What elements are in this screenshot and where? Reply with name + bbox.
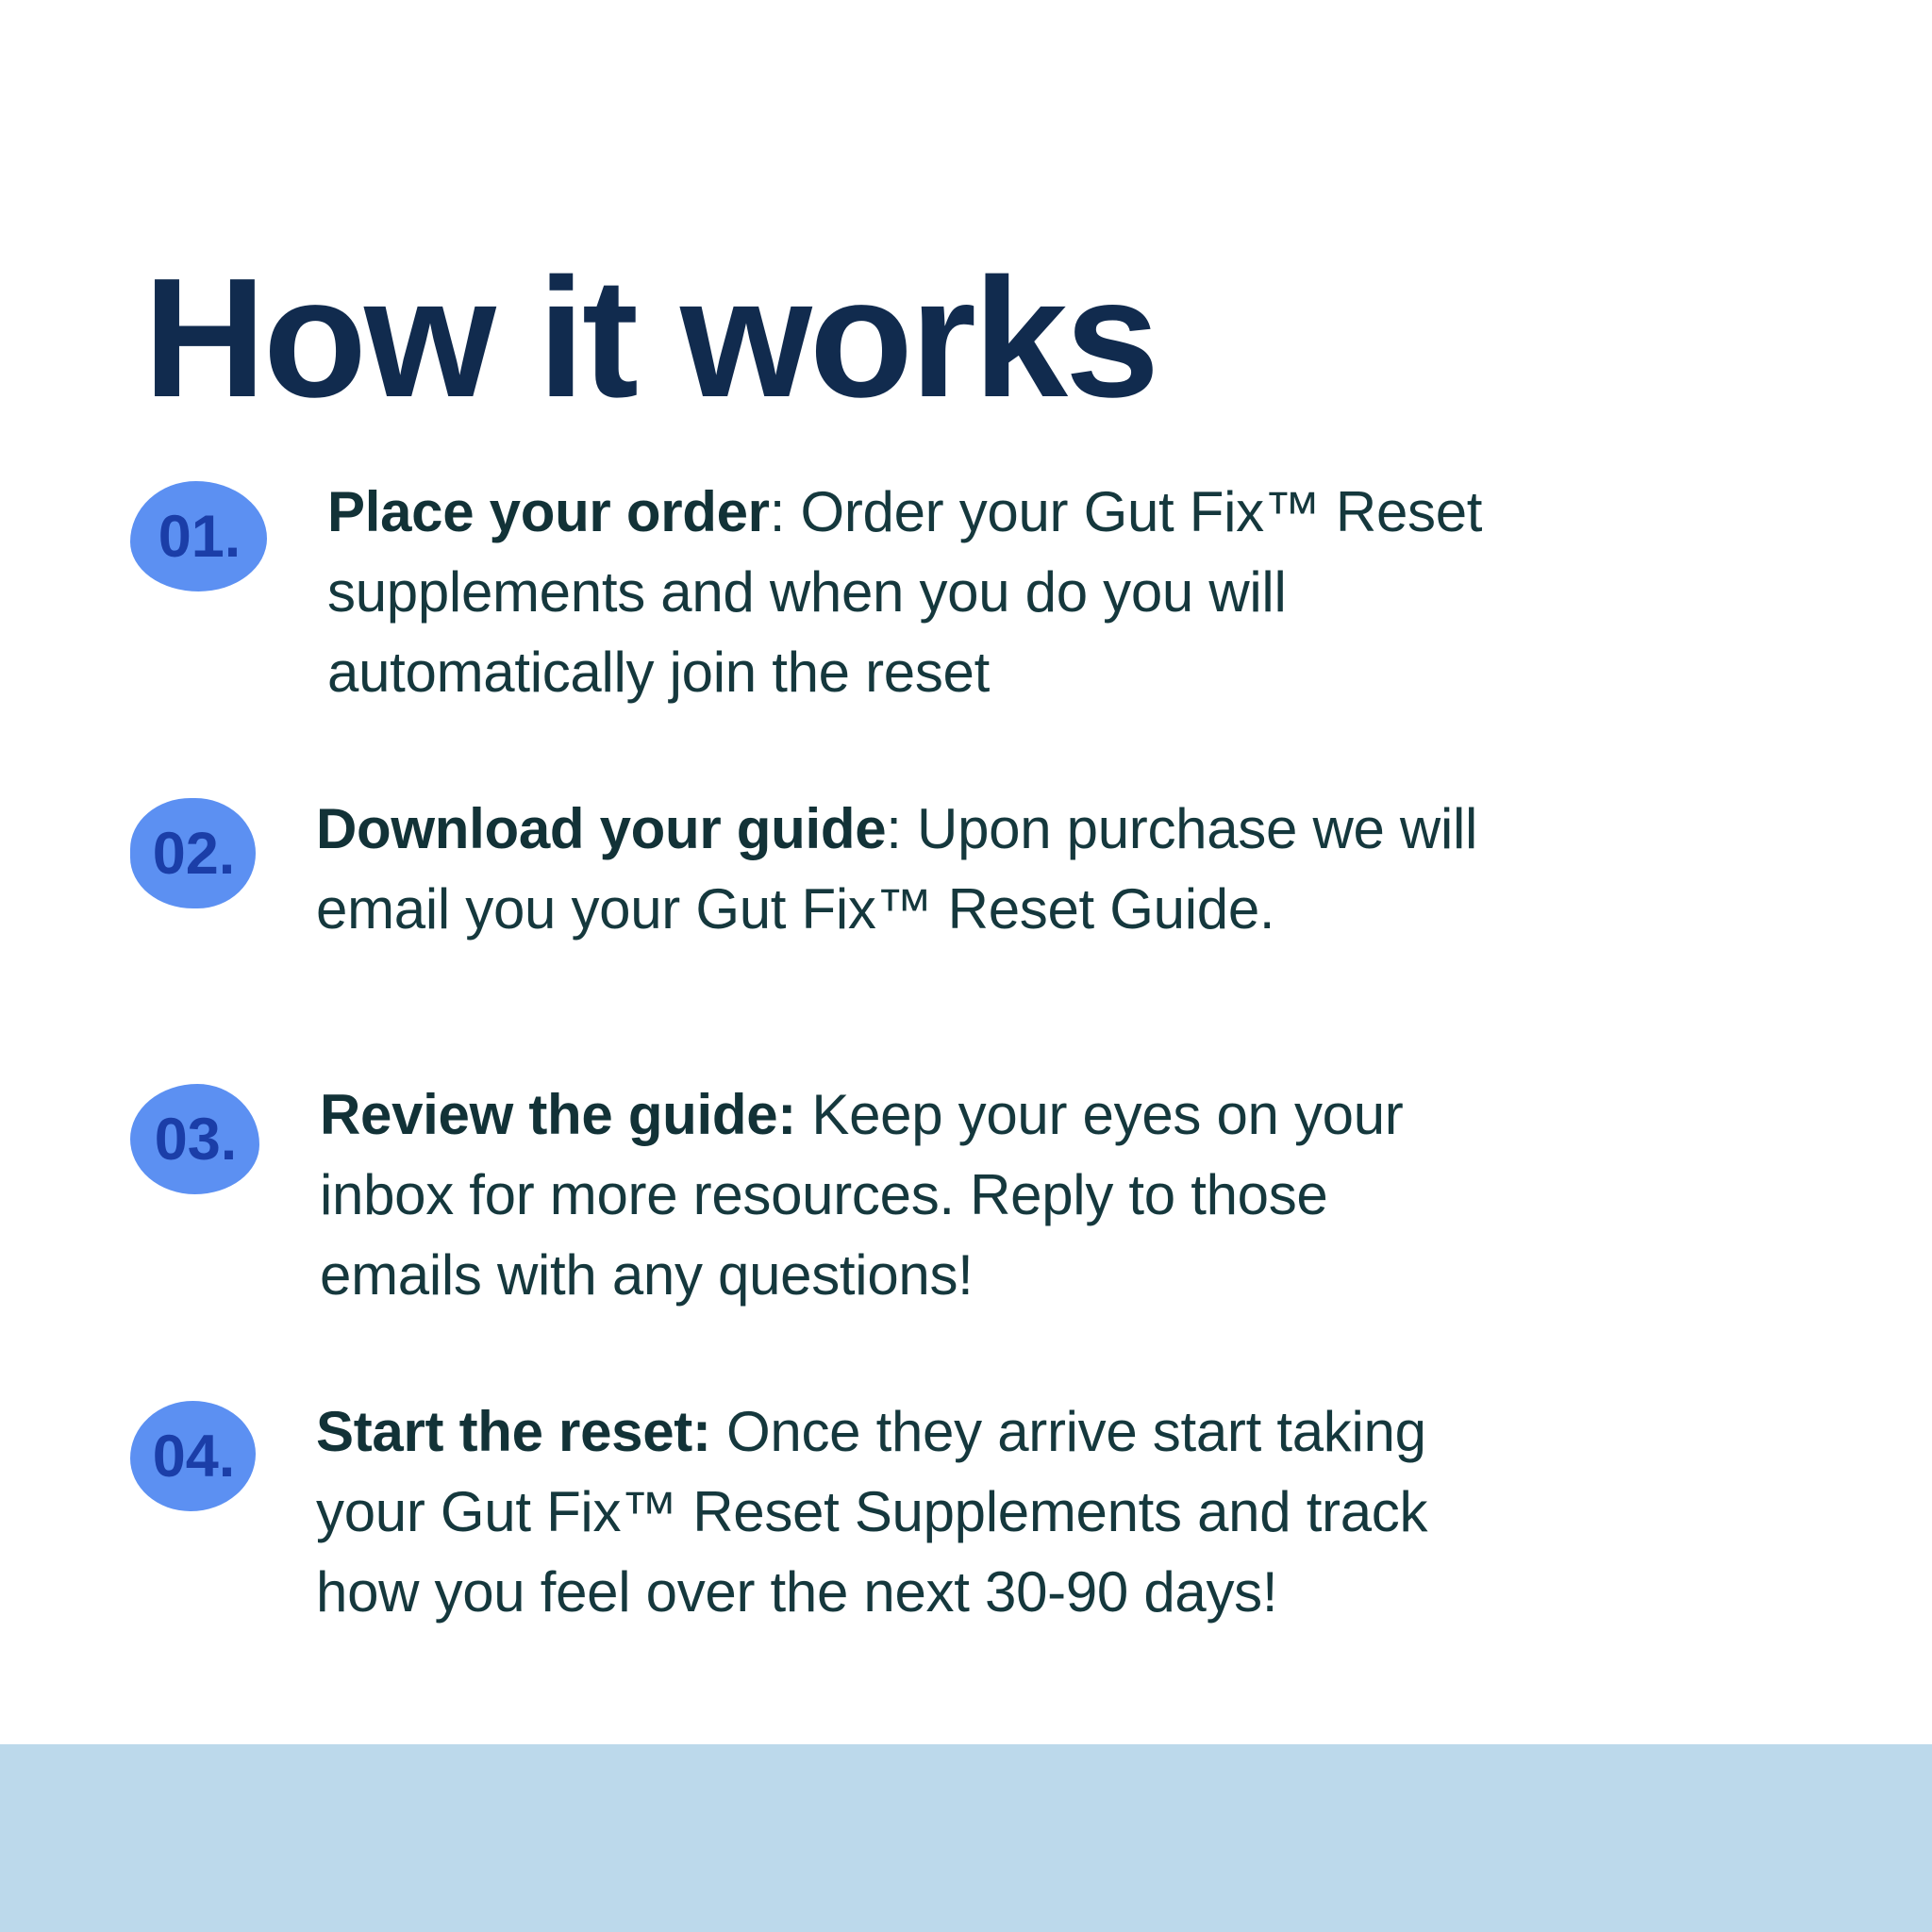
step-number-1: 01. [158, 503, 242, 570]
step-number-badge-1: 01. [130, 481, 267, 591]
footer-band [0, 1744, 1932, 1932]
step-description-2: : Upon purchase we will email you your G… [316, 797, 1478, 941]
step-lead-4: Start the reset: [316, 1400, 711, 1463]
step-text-2: Download your guide: Upon purchase we wi… [316, 789, 1477, 949]
step-lead-3: Review the guide: [320, 1083, 796, 1146]
step-item-4: 04. Start the reset: Once they arrive st… [130, 1400, 1809, 1632]
step-description-3: Keep your eyes on your inbox for more re… [320, 1083, 1404, 1307]
step-number-3: 03. [154, 1106, 238, 1173]
step-text-4: Start the reset: Once they arrive start … [316, 1391, 1428, 1632]
step-item-2: 02. Download your guide: Upon purchase w… [130, 797, 1809, 949]
step-description-1: : Order your Gut Fix™ Reset supplements … [327, 480, 1483, 704]
step-lead-1: Place your order [327, 480, 770, 543]
step-item-3: 03. Review the guide: Keep your eyes on … [130, 1083, 1809, 1315]
step-text-1: Place your order: Order your Gut Fix™ Re… [327, 472, 1482, 712]
step-number-badge-2: 02. [130, 798, 256, 908]
page-title: How it works [143, 242, 1159, 433]
step-number-2: 02. [152, 820, 236, 887]
step-item-1: 01. Place your order: Order your Gut Fix… [130, 480, 1809, 712]
step-number-badge-3: 03. [130, 1084, 259, 1194]
step-lead-2: Download your guide [316, 797, 887, 860]
step-number-4: 04. [152, 1423, 236, 1490]
step-text-3: Review the guide: Keep your eyes on your… [320, 1074, 1404, 1315]
step-number-badge-4: 04. [130, 1401, 256, 1511]
step-description-4: Once they arrive start taking your Gut F… [316, 1400, 1428, 1624]
